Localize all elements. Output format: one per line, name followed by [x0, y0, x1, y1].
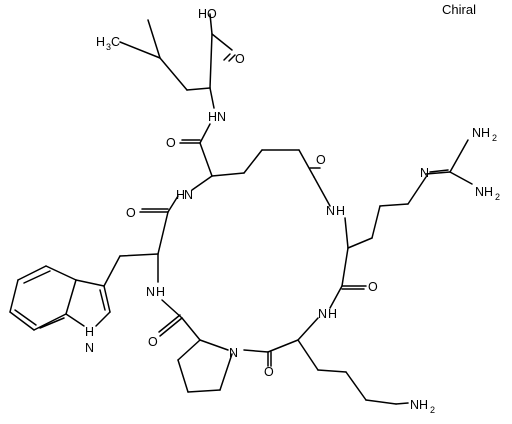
label-o-ring-right: O	[368, 280, 378, 294]
label-o-ring-left: O	[126, 206, 136, 220]
label-ch3-c: C	[111, 35, 120, 49]
label-o-acid: O	[235, 52, 245, 66]
label-n-proline: N	[229, 346, 238, 360]
label-ch3-h: H	[96, 35, 105, 49]
label-h-ring-right: H	[336, 204, 345, 218]
label-n-ring-lower: N	[318, 307, 327, 321]
label-nh-amide-h: H	[208, 110, 217, 124]
label-n-ring-right: N	[326, 204, 335, 218]
label-nh2-right: NH	[475, 185, 493, 199]
label-nh2-bottom: NH	[410, 398, 428, 412]
label-o-ring-top: O	[316, 153, 326, 167]
label-h-indole: H	[85, 325, 94, 339]
label-nh-amide-n: N	[217, 110, 226, 124]
label-o-lys-carbonyl: O	[264, 365, 274, 379]
label-ho: HO	[198, 7, 217, 21]
label-nh2-top: NH	[472, 126, 490, 140]
bonds	[9, 13, 473, 405]
label-n-indole: N	[85, 341, 94, 355]
label-n-guanidine: N	[420, 166, 429, 180]
label-nh2-right-sub: 2	[495, 192, 500, 202]
label-h-ring-left: H	[156, 285, 165, 299]
label-h-ring-lower: H	[328, 307, 337, 321]
label-n-ring-left: N	[146, 285, 155, 299]
label-n-ring-upper: N	[184, 188, 193, 202]
label-o-proline-carbonyl: O	[148, 335, 158, 349]
label-h-ring-upper: H	[176, 188, 185, 202]
label-nh2-bottom-sub: 2	[430, 405, 435, 415]
atom-labels: Chiral HO O H 3 C H N O NH 2 N NH 2 O N …	[85, 2, 500, 415]
chiral-annotation: Chiral	[442, 2, 476, 17]
label-o-side: O	[166, 136, 176, 150]
label-nh2-top-sub: 2	[492, 133, 497, 143]
label-ch3-sub: 3	[106, 42, 111, 52]
